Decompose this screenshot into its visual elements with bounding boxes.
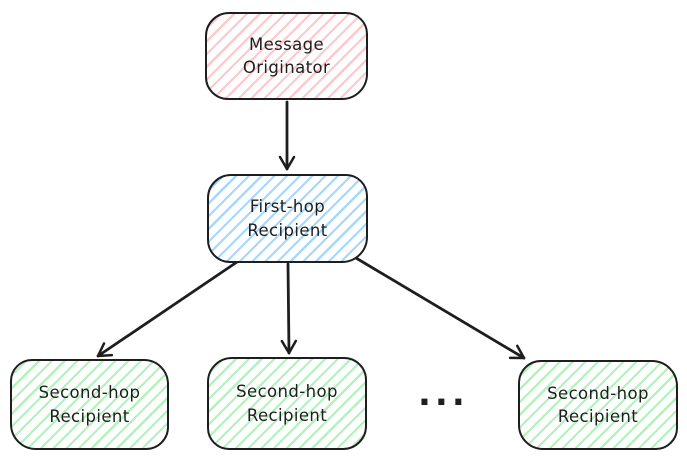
node-label-line: Second-hop: [236, 382, 338, 402]
node-label-line: Recipient: [557, 407, 639, 426]
node-first-hop-recipient: First-hop Recipient: [207, 174, 368, 263]
ellipsis-more-recipients: ...: [418, 374, 469, 414]
node-label-line: Second-hop: [38, 383, 141, 403]
node-second-hop-recipient-3: Second-hop Recipient: [518, 360, 678, 450]
node-label-line: Recipient: [247, 220, 328, 240]
node-label-line: First-hop: [249, 197, 326, 217]
node-label-line: Message: [248, 34, 325, 54]
node-label-line: Second-hop: [547, 383, 649, 403]
node-second-hop-recipient-1: Second-hop Recipient: [10, 359, 169, 450]
node-label-line: Recipient: [49, 406, 130, 426]
node-second-hop-recipient-2: Second-hop Recipient: [207, 357, 367, 450]
node-label-line: Originator: [242, 58, 331, 77]
node-label-line: Recipient: [246, 405, 328, 425]
node-message-originator: Message Originator: [205, 12, 368, 100]
arrow-first-hop-to-second-hop-2: [280, 262, 298, 355]
arrow-first-hop-to-second-hop-3: [354, 256, 526, 360]
arrow-first-hop-to-second-hop-1: [96, 260, 239, 358]
